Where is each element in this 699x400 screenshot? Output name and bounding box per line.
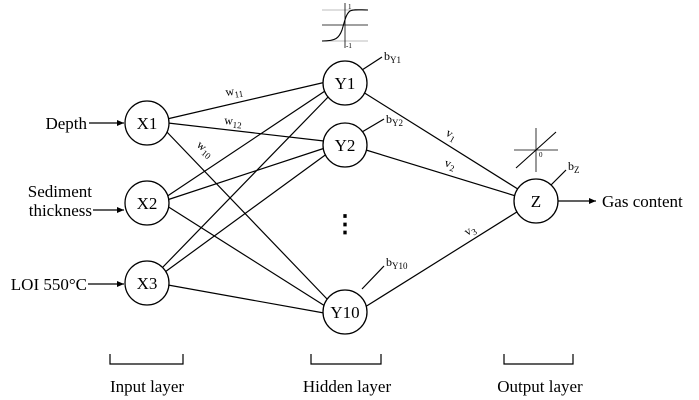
hidden-layer-label: Hidden layer [303, 377, 392, 396]
output-layer-bracket [503, 354, 574, 365]
edge-x1-y1 [166, 81, 327, 120]
tanh-upper-label: 1 [348, 3, 352, 11]
tanh-activation-icon: 1 -1 [321, 3, 369, 50]
edge-y2-z [365, 149, 520, 198]
edge-x1-y2 [167, 122, 325, 142]
node-x2 [124, 180, 170, 226]
linear-curve [515, 131, 557, 169]
bias-label-z: bZ [568, 159, 580, 175]
linear-activation-icon: 0 [514, 128, 558, 172]
bias-labels: bY1 bY2 bY10 bZ [384, 49, 580, 271]
node-z-label: Z [531, 192, 541, 211]
input-layer-bracket [109, 354, 184, 365]
output-nodes: Z [513, 178, 559, 224]
input-layer-label: Input layer [110, 377, 184, 396]
output-label: Gas content [602, 192, 683, 211]
input-label-sediment-line1: Sediment [28, 182, 92, 201]
edge-x2-y1 [165, 88, 329, 198]
edge-x1-y10 [164, 129, 329, 301]
node-x2-label: X2 [137, 194, 158, 213]
hidden-output-connections [362, 91, 522, 308]
input-label-loi: LOI 550°C [11, 275, 87, 294]
bias-stub-y2 [361, 118, 385, 133]
node-y2 [322, 122, 368, 168]
input-nodes: X1 X2 X3 [124, 100, 170, 306]
bias-label-y1: bY1 [384, 49, 401, 65]
node-x1 [124, 100, 170, 146]
hidden-layer-bracket [310, 354, 382, 365]
weight-w11: w11 [224, 83, 243, 101]
output-layer-label: Output layer [497, 377, 583, 396]
bias-stub-y1 [361, 56, 383, 71]
edge-x2-y10 [166, 205, 326, 307]
tanh-lower-label: -1 [346, 42, 352, 50]
node-y2-label: Y2 [335, 136, 356, 155]
edge-x2-y2 [166, 147, 326, 201]
linear-origin-label: 0 [539, 151, 543, 159]
node-x3 [124, 260, 170, 306]
bias-stub-z [549, 169, 567, 187]
node-z [513, 178, 559, 224]
bias-stub-y10 [361, 265, 385, 290]
input-label-depth: Depth [45, 114, 87, 133]
input-hidden-connections [161, 81, 333, 314]
weight-w10: w10 [193, 138, 217, 162]
edge-y1-z [362, 91, 522, 192]
layer-brackets [109, 354, 574, 365]
edge-x3-y2 [164, 152, 329, 273]
node-y1-label: Y1 [335, 74, 356, 93]
bias-stubs [361, 56, 567, 290]
input-label-sediment-line2: thickness [29, 201, 92, 220]
hidden-nodes: Y1 Y2 Y10 ⋮ [322, 60, 368, 335]
hidden-ellipsis: ⋮ [333, 212, 357, 238]
edge-x3-y10 [167, 284, 325, 314]
node-y1 [322, 60, 368, 106]
node-x1-label: X1 [137, 114, 158, 133]
input-arrows [88, 120, 124, 287]
edge-y10-z [364, 209, 521, 308]
bias-label-y2: bY2 [386, 112, 403, 128]
node-x3-label: X3 [137, 274, 158, 293]
node-y10-label: Y10 [330, 303, 359, 322]
weight-labels: w11 w12 w10 v1 v2 v3 [193, 83, 479, 239]
node-y10 [322, 289, 368, 335]
tanh-curve [321, 9, 369, 42]
weight-v1: v1 [443, 125, 460, 144]
edge-x3-y1 [161, 92, 333, 269]
weight-w12: w12 [224, 113, 243, 130]
bias-label-y10: bY10 [386, 255, 408, 271]
weight-v2: v2 [443, 155, 458, 173]
